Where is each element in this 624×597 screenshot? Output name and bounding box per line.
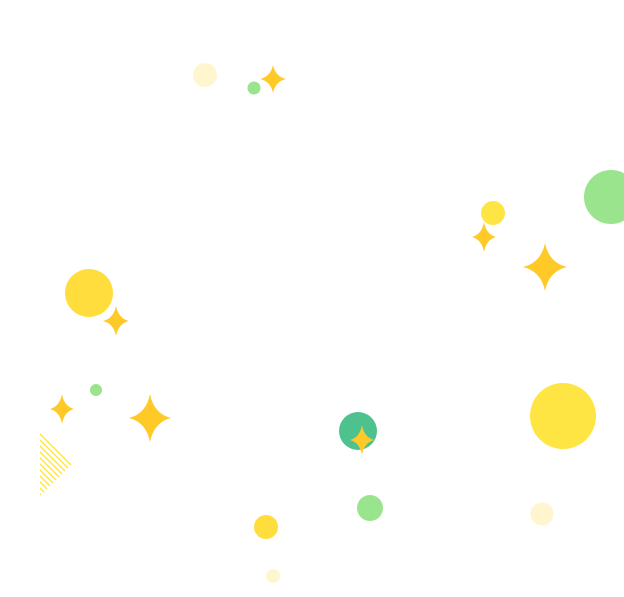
sparkle-icon (523, 243, 567, 291)
green-dot-icon (90, 384, 102, 396)
gold-dot-icon (254, 515, 278, 539)
sparkle-icon (129, 394, 171, 442)
sparkle-icon (50, 394, 74, 424)
sparkle-icon (472, 222, 496, 252)
sparkle-icon (350, 425, 374, 455)
gold-dot-icon (65, 269, 113, 317)
pale-dot-icon (266, 569, 280, 583)
pale-dot-icon (530, 502, 554, 526)
green-dot-icon (584, 170, 624, 224)
pale-dot-icon (193, 63, 217, 87)
yellow-dot-icon (530, 383, 596, 449)
hatched-triangle-icon (40, 432, 72, 496)
sparkle-icon (103, 306, 129, 336)
green-dot-icon (357, 495, 383, 521)
sparkle-icon (260, 65, 286, 93)
yellow-dot-icon (481, 201, 505, 225)
green-dot-icon (247, 81, 261, 95)
